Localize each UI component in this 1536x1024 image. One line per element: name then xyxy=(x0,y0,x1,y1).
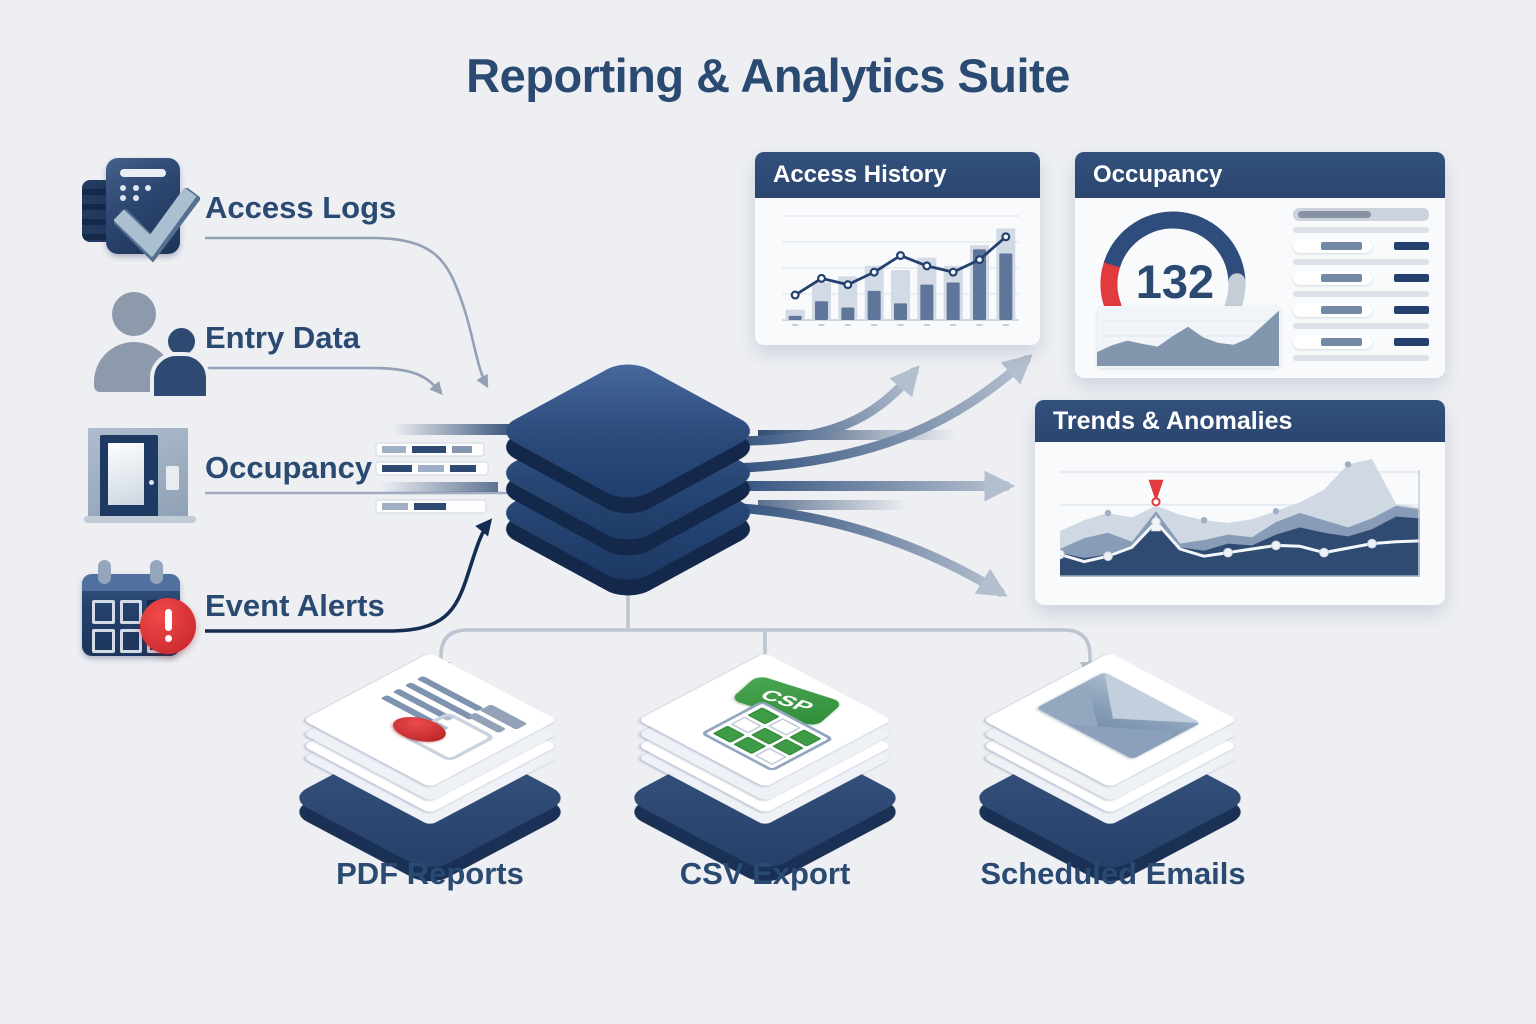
occupancy-title: Occupancy xyxy=(1093,161,1223,188)
stat-row xyxy=(1293,335,1429,349)
stat-row xyxy=(1293,303,1429,317)
occupancy-header: Occupancy xyxy=(1075,152,1445,198)
occupancy-stat-rows xyxy=(1293,208,1429,361)
arrow-to-below xyxy=(733,503,1008,597)
arrow-to-occupancy xyxy=(733,354,1033,473)
stat-row-header xyxy=(1293,208,1429,221)
data-stream xyxy=(375,419,958,514)
connector-event-alerts xyxy=(205,518,493,633)
arrow-to-access-history xyxy=(733,365,920,446)
alert-badge-icon xyxy=(140,598,196,654)
trends-header: Trends & Anomalies xyxy=(1035,400,1445,442)
source-label-event-alerts: Event Alerts xyxy=(205,588,385,623)
stat-row xyxy=(1293,239,1429,253)
hub-output-arrows xyxy=(731,354,1033,597)
source-label-access-logs: Access Logs xyxy=(205,190,397,225)
source-label-entry-data: Entry Data xyxy=(205,320,361,355)
stat-row xyxy=(1293,271,1429,285)
stat-row-divider xyxy=(1293,291,1429,297)
connector-entry-data xyxy=(205,366,443,395)
scheduled-emails-stack xyxy=(968,608,1252,887)
csv-export-stack: CSP xyxy=(623,608,907,887)
occupancy-value: 132 xyxy=(1135,255,1215,308)
door-icon xyxy=(84,428,196,528)
access-history-title: Access History xyxy=(773,161,947,188)
page-title: Reporting & Analytics Suite xyxy=(466,49,1070,102)
output-label-csv-export: CSV Export xyxy=(679,856,851,891)
occupancy-sparkline-panel xyxy=(1097,306,1281,368)
access-history-header: Access History xyxy=(755,152,1040,198)
calendar-alert-icon xyxy=(82,560,202,675)
trends-anomalies-chart xyxy=(1060,459,1420,577)
stat-row-divider xyxy=(1293,259,1429,265)
pdf-reports-stack xyxy=(288,608,572,887)
occupancy-sparkline xyxy=(1097,310,1279,366)
checkmark-icon xyxy=(114,188,200,263)
stat-row-divider xyxy=(1293,323,1429,329)
access-history-chart xyxy=(782,215,1019,326)
occupancy-gauge xyxy=(1100,211,1246,315)
envelope-icon xyxy=(1036,672,1201,759)
people-icon xyxy=(92,292,210,400)
connector-access-logs xyxy=(205,236,489,389)
stat-row-divider xyxy=(1293,355,1429,361)
output-label-pdf-reports: PDF Reports xyxy=(336,856,524,891)
data-hub xyxy=(493,300,763,630)
stat-row-divider xyxy=(1293,227,1429,233)
source-label-occupancy: Occupancy xyxy=(205,450,373,485)
trends-title: Trends & Anomalies xyxy=(1053,406,1293,435)
access-terminal-icon xyxy=(80,158,200,268)
output-label-scheduled-emails: Scheduled Emails xyxy=(980,856,1246,891)
